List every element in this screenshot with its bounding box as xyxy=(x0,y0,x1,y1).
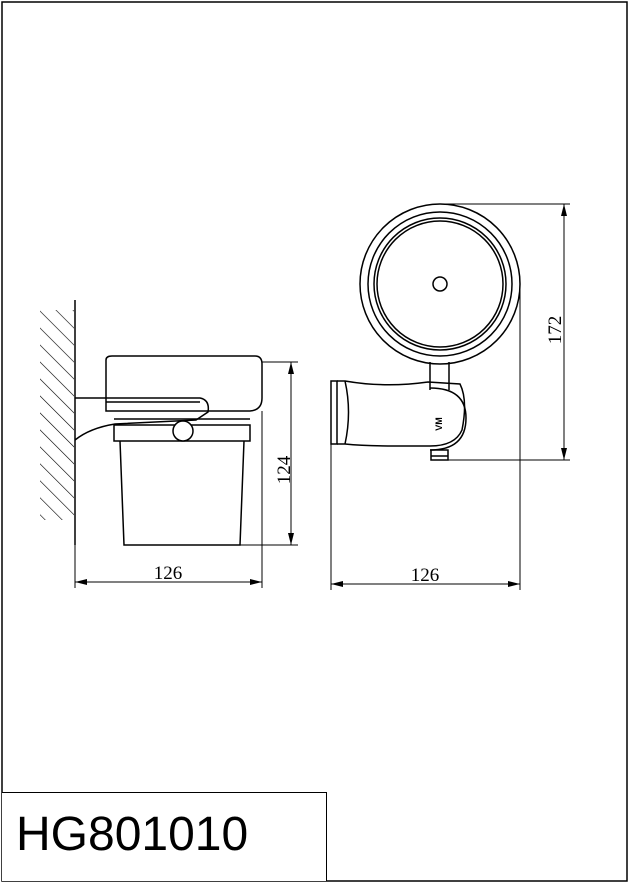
cup-body xyxy=(119,440,245,546)
cup-ring-1 xyxy=(367,211,513,357)
wall-plate xyxy=(330,380,338,445)
front-width-label: 126 xyxy=(154,563,183,584)
cup-outer-circle xyxy=(359,203,521,365)
holder-arm xyxy=(74,397,210,441)
screw-end xyxy=(430,449,449,461)
cup-rim xyxy=(105,355,263,412)
cup-ring-2 xyxy=(373,217,507,351)
cup-center-hole xyxy=(432,276,448,292)
holder-knob xyxy=(172,420,194,442)
side-width-label: 126 xyxy=(411,565,440,586)
model-code: HG801010 xyxy=(16,808,249,861)
side-view xyxy=(330,203,570,590)
bracket-arm xyxy=(337,380,466,447)
model-title-block: HG801010 xyxy=(2,792,327,881)
cup-ring-3 xyxy=(376,220,504,348)
side-height-label: 172 xyxy=(545,316,566,345)
front-height-label: 124 xyxy=(274,455,295,484)
knob-housing xyxy=(429,387,467,451)
brand-logo-mark: VM xyxy=(434,417,444,431)
front-view xyxy=(40,300,298,588)
wall-hatching xyxy=(40,310,74,520)
